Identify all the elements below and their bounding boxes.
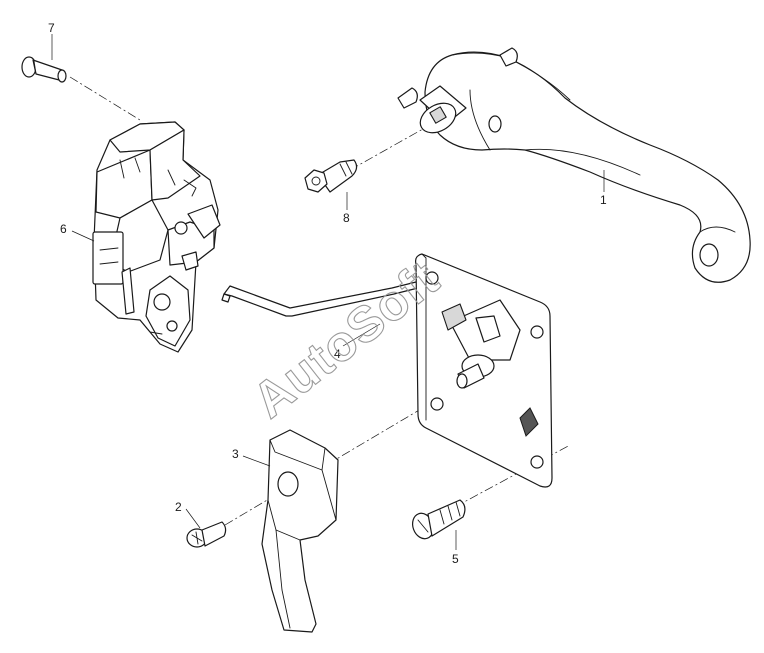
hex-bolt-part-8	[304, 159, 358, 193]
callout-7: 7	[48, 21, 55, 35]
callout-numbers: 7 1 8 6 4 3 2 5	[48, 21, 607, 566]
pin-part-7	[21, 56, 67, 83]
callout-6: 6	[60, 222, 67, 236]
mounting-plate	[415, 253, 553, 488]
callout-leaders	[51, 34, 605, 550]
callout-5: 5	[452, 552, 459, 566]
callout-4: 4	[334, 347, 341, 361]
small-screw-part-2	[186, 521, 227, 548]
callout-3: 3	[232, 447, 239, 461]
door-handle-part-1	[397, 47, 751, 283]
inside-lever-part-3	[261, 429, 339, 633]
screw-part-5	[412, 499, 466, 540]
callout-8: 8	[343, 211, 350, 225]
latch-mechanism-part-6	[92, 121, 221, 353]
callout-1: 1	[600, 193, 607, 207]
callout-2: 2	[175, 500, 182, 514]
